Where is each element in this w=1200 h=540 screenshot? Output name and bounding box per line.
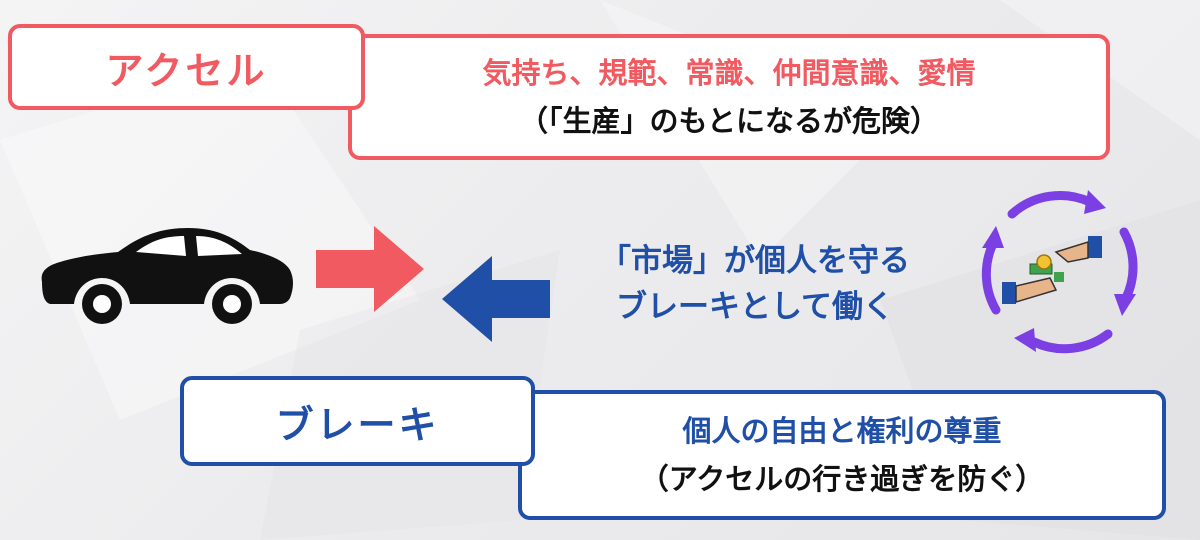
arrow-left-icon (442, 256, 550, 342)
accelerator-description-line2: （「生産」のもとになるが危険） (519, 104, 939, 138)
brake-description-line1: 個人の自由と権利の尊重 (682, 414, 1002, 448)
center-caption: 「市場」が個人を守る ブレーキとして働く (545, 238, 965, 330)
accelerator-description-line1: 気持ち、規範、常識、仲間意識、愛情 (482, 56, 976, 90)
center-caption-line2: ブレーキとして働く (615, 289, 895, 325)
accelerator-label: アクセル (105, 48, 268, 93)
brake-description-line2: （アクセルの行き過ぎを防ぐ） (639, 462, 1045, 496)
car-icon (41, 228, 293, 324)
accelerator-label-box: アクセル (8, 24, 365, 110)
accelerator-description-box: 気持ち、規範、常識、仲間意識、愛情 （「生産」のもとになるが危険） (348, 34, 1110, 160)
center-caption-line1: 「市場」が個人を守る (600, 243, 910, 279)
money-exchange-cycle-icon (981, 190, 1138, 354)
brake-label: ブレーキ (275, 402, 440, 447)
arrow-right-icon (316, 226, 424, 312)
brake-description-box: 個人の自由と権利の尊重 （アクセルの行き過ぎを防ぐ） (518, 390, 1166, 520)
brake-label-box: ブレーキ (180, 376, 535, 466)
